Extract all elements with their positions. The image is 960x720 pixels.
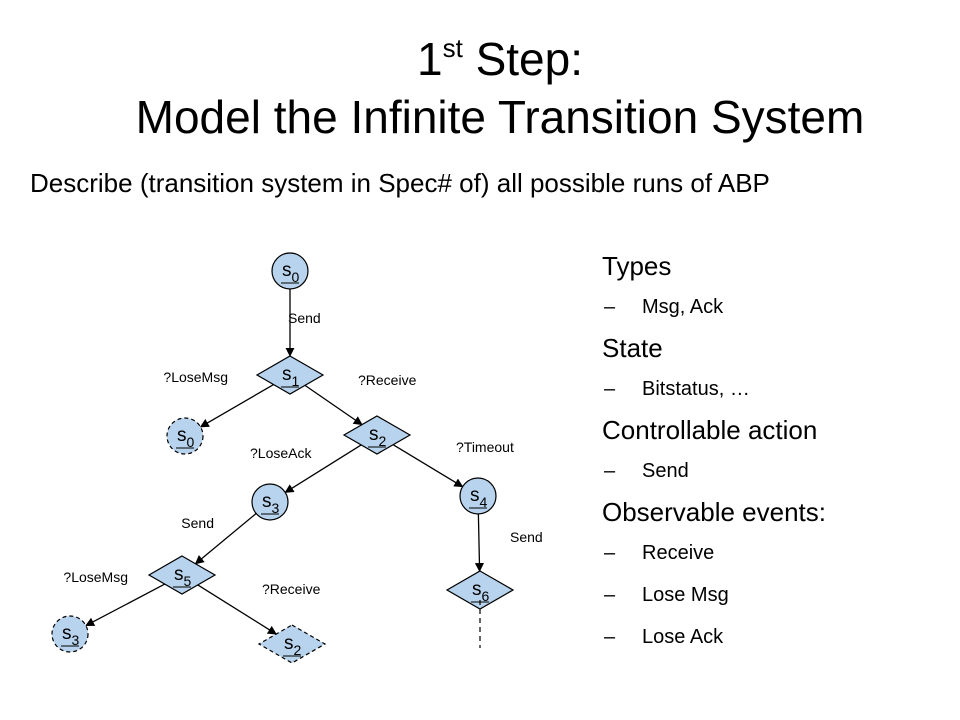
state-label: s0 bbox=[177, 425, 195, 450]
bullet-group: Observable events: –Receive –Lose Msg –L… bbox=[602, 492, 942, 658]
transition-label: ?LoseMsg bbox=[163, 369, 228, 385]
transition-label: ?LoseMsg bbox=[63, 569, 128, 585]
state-diamond: s2 bbox=[342, 415, 412, 455]
bullet-heading: Controllable action bbox=[602, 415, 818, 445]
transition-label: ?Receive bbox=[262, 581, 321, 597]
bullet-dash: – bbox=[604, 542, 616, 564]
state-label: s1 bbox=[282, 364, 300, 389]
bullet-item: –Send bbox=[602, 450, 942, 492]
state-circle: s0 bbox=[271, 252, 309, 290]
bullet-dash: – bbox=[604, 460, 616, 482]
transition-arrow bbox=[474, 513, 484, 573]
state-diamond: s5 bbox=[147, 555, 217, 595]
state-circle: s0 bbox=[166, 417, 204, 455]
bullet-item: –Lose Msg bbox=[602, 574, 942, 616]
transition-label: Send bbox=[181, 515, 214, 531]
transition-label: ?Receive bbox=[358, 372, 417, 388]
bullet-item: –Bitstatus, … bbox=[602, 368, 942, 410]
state-label: s3 bbox=[62, 623, 80, 648]
state-label: s2 bbox=[369, 424, 387, 449]
bullet-dash: – bbox=[604, 378, 616, 400]
state-circle: s3 bbox=[251, 483, 289, 521]
title-line-2: Model the Infinite Transition System bbox=[135, 91, 865, 143]
bullet-group: State –Bitstatus, … bbox=[602, 328, 942, 410]
title-line-1: 1st Step: bbox=[416, 33, 584, 85]
transition-arrow bbox=[85, 583, 166, 627]
bullet-heading: Observable events: bbox=[602, 497, 827, 527]
bullet-group: Types –Msg, Ack bbox=[602, 246, 942, 328]
transition-label: Send bbox=[510, 529, 543, 545]
transition-arrow bbox=[304, 384, 363, 426]
state-label: s5 bbox=[174, 564, 192, 589]
transition-arrow bbox=[197, 584, 277, 635]
transition-label: Send bbox=[288, 310, 321, 326]
transition-arrow bbox=[199, 383, 274, 428]
bullet-item: –Lose Ack bbox=[602, 616, 942, 658]
bullet-dash: – bbox=[604, 296, 616, 318]
bullet-heading: Types bbox=[602, 251, 672, 281]
transition-label: ?LoseAck bbox=[250, 445, 312, 461]
bullet-dash: – bbox=[604, 626, 616, 648]
state-label: s6 bbox=[472, 579, 490, 604]
bullet-group: Controllable action –Send bbox=[602, 410, 942, 492]
state-label: s0 bbox=[282, 260, 300, 285]
bullet-item: –Receive bbox=[602, 532, 942, 574]
bullet-list: Types –Msg, Ack State –Bitstatus, … Cont… bbox=[602, 246, 942, 658]
bullet-heading: State bbox=[602, 333, 663, 363]
transition-arrow bbox=[194, 512, 257, 565]
state-diamond: s1 bbox=[255, 355, 325, 395]
state-label: s4 bbox=[470, 485, 488, 510]
state-label: s2 bbox=[284, 633, 302, 658]
state-circle: s4 bbox=[459, 477, 497, 515]
state-circle: s3 bbox=[51, 615, 89, 653]
bullet-item: –Msg, Ack bbox=[602, 286, 942, 328]
slide-subtitle: Describe (transition system in Spec# of)… bbox=[30, 168, 770, 198]
slide-title: 1st Step: Model the Infinite Transition … bbox=[0, 30, 960, 146]
transition-arrow bbox=[284, 444, 362, 493]
transition-arrow bbox=[392, 444, 464, 488]
state-diamond: s2 bbox=[257, 624, 327, 664]
transition-label: ?Timeout bbox=[456, 439, 514, 455]
bullet-dash: – bbox=[604, 584, 616, 606]
state-label: s3 bbox=[262, 491, 280, 516]
